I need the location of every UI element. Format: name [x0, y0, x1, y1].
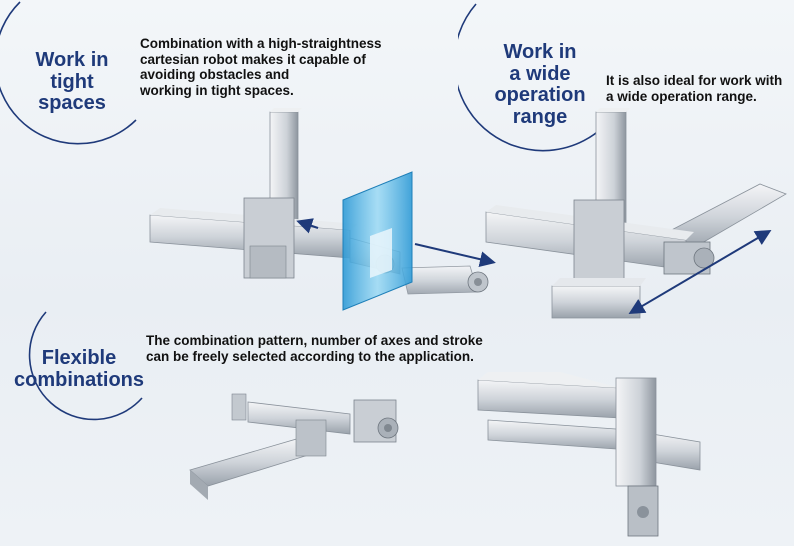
tight-spaces-robot: [149, 108, 489, 295]
heading-line: Work in: [35, 49, 109, 71]
description-wide-range: It is also ideal for work with a wide op…: [606, 73, 792, 104]
wide-range-arc: [458, 3, 611, 152]
heading-line: operation: [494, 84, 586, 107]
motion-arrow: [414, 243, 496, 268]
description-line: avoiding obstacles and: [140, 67, 290, 83]
motion-arrow: [296, 218, 319, 234]
heading-line: combinations: [14, 368, 145, 391]
description-line: working in tight spaces.: [140, 82, 294, 98]
flexible-robot-left: [189, 393, 399, 500]
heading-line: tight: [50, 70, 94, 93]
description-line: a wide operation range.: [606, 88, 757, 104]
heading-line: Flexible: [41, 347, 117, 369]
description-line: can be freely selected according to the …: [146, 348, 474, 364]
motion-arrow: [699, 229, 772, 273]
description-line: The combination pattern, number of axes …: [146, 333, 483, 348]
heading-work-in-tight-spaces: Work in tight spaces: [22, 49, 122, 115]
description-flexible: The combination pattern, number of axes …: [146, 333, 506, 364]
tight-spaces-arc: [0, 1, 137, 145]
description-tight-spaces: Combination with a high-straightness car…: [140, 36, 420, 98]
description-line: cartesian robot makes it capable of: [140, 51, 366, 67]
heading-line: a wide: [509, 62, 571, 85]
flexible-arc: [28, 311, 143, 421]
obstacle-panel: [342, 171, 413, 311]
heading-line: range: [512, 105, 568, 128]
heading-line: Work in: [503, 41, 577, 63]
wide-range-robot: [485, 108, 787, 319]
heading-line: spaces: [38, 92, 106, 115]
description-line: Combination with a high-straightness: [140, 36, 382, 51]
motion-arrow: [628, 271, 701, 315]
heading-work-in-wide-operation-range: Work in a wide operation range: [478, 41, 602, 128]
heading-flexible-combinations: Flexible combinations: [14, 347, 145, 391]
flexible-robot-right: [477, 372, 701, 537]
description-line: It is also ideal for work with: [606, 73, 783, 88]
